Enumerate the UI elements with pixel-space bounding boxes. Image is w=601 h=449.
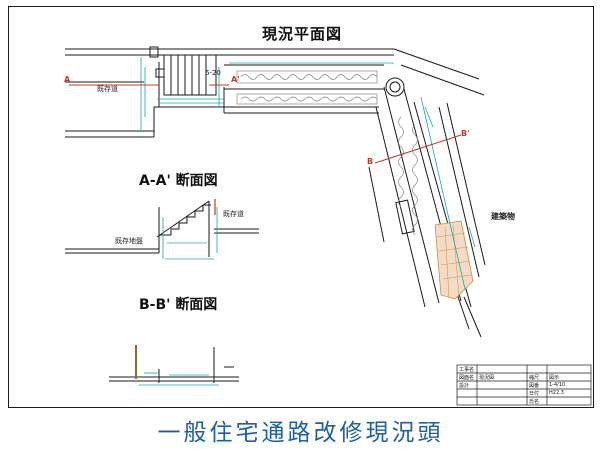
section-bb-title: B-B' 断面図	[139, 297, 218, 313]
tb-project-label: 工事名	[459, 367, 475, 373]
tb-name-label: 氏名	[529, 399, 540, 405]
cut-label-a: A	[64, 75, 71, 84]
section-note-right: 既存道	[223, 210, 244, 218]
title-block: 工事名 図面名 現況図 縮尺 図示 設計 図番 1-4/10 日付 H22.3 …	[457, 367, 595, 409]
plan-paving-grid	[436, 224, 472, 298]
plan-diagonal-hatch	[398, 116, 418, 236]
section-bb-dimensions	[139, 372, 219, 386]
tb-drawing-label: 図面名	[459, 375, 475, 381]
cut-lines	[69, 84, 462, 164]
drawing-sheet: 現況平面図 A-A' 断面図 B-B' 断面図 建築物 A A' B B' 既存…	[8, 6, 594, 408]
plan-left-note: 既存道	[97, 85, 118, 93]
cad-drawing	[65, 46, 592, 406]
caption: 一般住宅通路改修現況頭	[157, 420, 444, 446]
section-bb-drawing	[109, 347, 239, 383]
cut-label-b: B	[367, 157, 374, 166]
plan-planter-hatch	[236, 70, 378, 105]
dimension-label-top: 6-20	[205, 69, 221, 77]
tb-scale-value: 図示	[549, 375, 560, 381]
section-aa-title: A-A' 断面図	[139, 173, 218, 189]
plan-dimensions	[140, 57, 394, 132]
plan-paving	[434, 220, 474, 300]
tb-scale-label: 縮尺	[529, 375, 540, 381]
tb-date-value: H22.3	[549, 390, 564, 396]
tb-date-label: 日付	[529, 391, 540, 397]
plan-corridor	[65, 46, 394, 138]
plan-diagonal-passage	[368, 48, 486, 338]
tb-sheet-label: 図番	[529, 383, 540, 389]
cut-label-a-prime: A'	[231, 75, 240, 84]
title-block-grid	[456, 364, 592, 406]
plan-title: 現況平面図	[261, 25, 342, 43]
cut-label-b-prime: B'	[461, 129, 470, 138]
tb-drawing-value: 現況図	[479, 375, 495, 381]
plan-diagonal-dimensions	[420, 96, 476, 290]
building-label: 建築物	[491, 212, 515, 221]
section-aa-drawing	[65, 200, 259, 257]
section-aa-dimensions	[162, 207, 218, 260]
tb-sheet-value: 1-4/10	[549, 382, 566, 388]
section-note-left: 既存地盤	[115, 237, 143, 245]
tb-design-label: 設計	[459, 383, 470, 389]
